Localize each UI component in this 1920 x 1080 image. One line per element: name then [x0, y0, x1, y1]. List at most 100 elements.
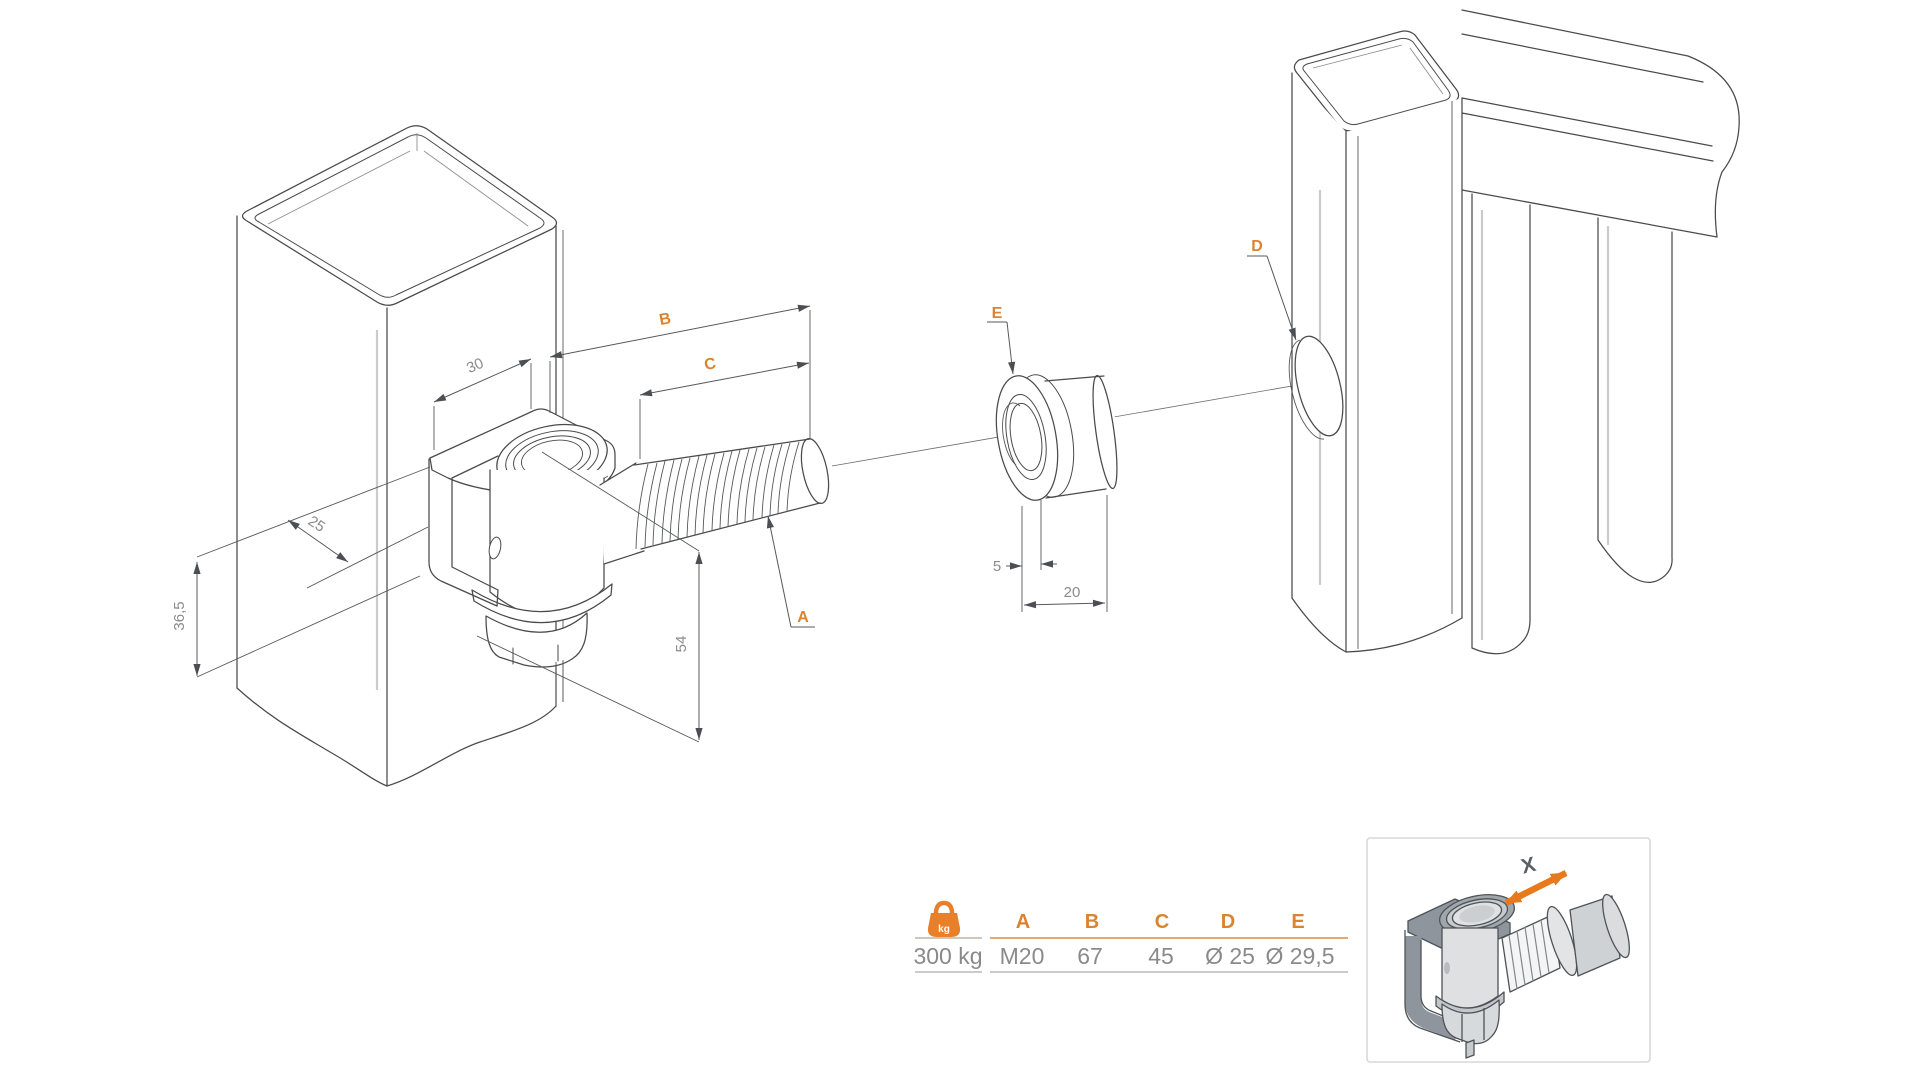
flange-bore-shadow: [1002, 402, 1021, 466]
weld-nut-bushing: [995, 374, 1118, 501]
ext-54-bottom: [476, 635, 700, 743]
spec-weight-value: 300 kg: [913, 943, 983, 969]
spec-header-a: A: [1015, 911, 1031, 933]
left-post-break-edge: [236, 687, 557, 787]
spec-header-b: B: [1084, 911, 1100, 933]
bracket-c-inner: [451, 455, 499, 607]
spec-value-d: Ø 25: [1205, 943, 1255, 969]
bar-1: [1471, 193, 1531, 655]
gate-frame: [1288, 9, 1740, 655]
part-D-label: D: [1251, 238, 1263, 255]
dim-25-value: 25: [305, 513, 328, 536]
inset-grease-hole: [1444, 962, 1450, 974]
inset-bracket-band-outline: [1404, 930, 1461, 1043]
left-post-cavity-lines: [267, 133, 529, 227]
dim-30-value: 30: [464, 355, 486, 377]
ext-54-top: [541, 451, 700, 552]
table-bottom-rule-weight: [915, 971, 982, 973]
part-D-leader: [1266, 255, 1297, 341]
flange-disc: [995, 375, 1059, 501]
spec-header-c: C: [1154, 911, 1170, 933]
inset-body: [1441, 927, 1499, 1009]
dim-30-line: [433, 358, 532, 403]
spec-header-e: E: [1291, 911, 1305, 933]
inset-hex-nut: [1441, 999, 1500, 1045]
inset-thread: [1501, 914, 1561, 993]
part-A-label: A: [797, 609, 809, 626]
inset-adjust-collar: [1546, 905, 1578, 977]
thread-outline: [633, 438, 821, 550]
hex-nut: [485, 612, 588, 668]
right-post-break-edge: [1291, 597, 1463, 653]
kg-icon-text: kg: [938, 924, 950, 935]
adjustment-arrow: [1504, 870, 1568, 906]
dim-C-label: C: [703, 355, 718, 374]
dim-36-5-value: 36,5: [171, 601, 188, 630]
flange-bore: [1009, 402, 1043, 472]
left-post-rim-inner: [254, 134, 545, 298]
dim-B-extensions: [549, 310, 811, 438]
hinge-assembly: [428, 408, 830, 705]
table-bottom-rule-main: [990, 971, 1348, 973]
right-post-corner-inner: [1357, 101, 1453, 649]
post-edge-stub: [555, 660, 564, 705]
dim-20-value: 20: [1064, 584, 1081, 601]
ext-25-right: [306, 526, 429, 589]
bracket-c-outer: [428, 458, 498, 607]
thread-fill: [632, 439, 820, 549]
collar-edges: [471, 583, 613, 624]
rail-break-edge: [1687, 55, 1740, 238]
neck-edges: [599, 462, 645, 565]
flange-hole-rim: [1005, 394, 1047, 480]
spec-value-c: 45: [1148, 943, 1174, 969]
rail-fill: [1462, 10, 1740, 237]
dimensions: 30 B C 25 36,5 54 A E D 5: [171, 238, 1297, 740]
right-post: [1288, 30, 1463, 653]
inset-bolt-head-cap: [1602, 893, 1630, 959]
dim-30-extensions: [433, 363, 532, 450]
hinge-hole: [1294, 335, 1344, 437]
body-fill: [490, 470, 604, 617]
bushing-body-end: [1092, 374, 1118, 490]
dim-5-extensions: [1021, 500, 1042, 612]
right-post-cavity-lines: [1312, 44, 1444, 95]
spec-value-b: 67: [1077, 943, 1103, 969]
bushing-body-fill: [1045, 376, 1116, 498]
right-post-rim-inner: [1302, 37, 1451, 126]
kg-icon-handle: [933, 900, 955, 918]
table-header-rule-weight: [915, 937, 982, 939]
spec-value-a: M20: [999, 943, 1045, 969]
kg-icon-body: [927, 913, 961, 937]
dim-C-line: [639, 361, 810, 397]
inset-thread-ridges: [1508, 919, 1550, 990]
collar-fill: [472, 584, 612, 623]
ext-36-5-bottom: [196, 575, 421, 678]
table-header-rule-main: [990, 937, 1348, 939]
inset-ring-center: [1459, 905, 1495, 923]
grease-hole: [488, 536, 502, 560]
adjustment-inset: X: [1366, 837, 1651, 1063]
inset-nut-facets: [1461, 1008, 1485, 1042]
thread-ridges: [635, 441, 800, 550]
part-E-label: E: [992, 305, 1003, 322]
hex-nut-facets: [512, 644, 559, 665]
dim-25-line: [287, 519, 349, 563]
part-A-leader: [766, 515, 792, 628]
part-E-leader: [1006, 321, 1016, 375]
ext-36-5-top: [196, 466, 431, 558]
kg-weight-icon: kg: [927, 900, 961, 937]
dim-B-label: B: [658, 310, 673, 329]
dim-20-line: [1023, 599, 1106, 609]
left-post-rim-outer: [241, 125, 558, 306]
spec-value-e: Ø 29,5: [1265, 943, 1335, 969]
hinge-hole-depth: [1288, 339, 1325, 440]
spec-header-d: D: [1220, 911, 1236, 933]
dim-5-value: 5: [993, 558, 1001, 575]
bar-2: [1597, 217, 1673, 583]
gate-bars: [1471, 193, 1673, 655]
extension-lines-left: [196, 466, 431, 678]
inset-bracket-band: [1404, 936, 1461, 1040]
right-post-fill: [1292, 73, 1462, 652]
